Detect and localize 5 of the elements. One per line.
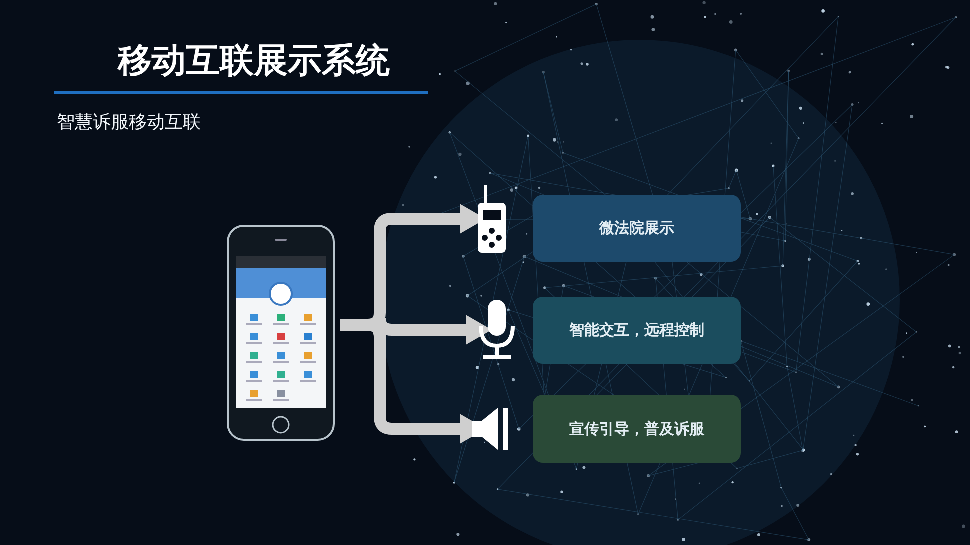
title: 移动互联展示系统 <box>118 40 390 83</box>
text-box: 智能交互，远程控制 <box>533 297 741 364</box>
subtitle: 智慧诉服移动互联 <box>57 111 201 134</box>
text-box: 宣传引导，普及诉服 <box>533 395 741 463</box>
text-box: 微法院展示 <box>533 195 741 262</box>
